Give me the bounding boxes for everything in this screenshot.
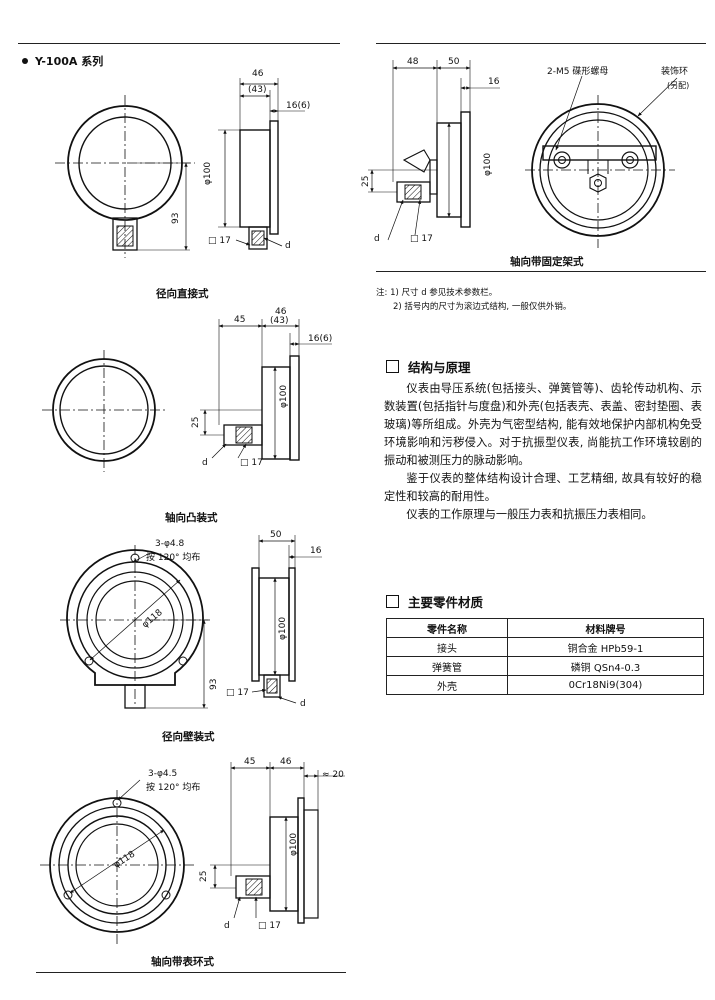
figure-axial-convex: 45 46 (43) 16(6) φ100 25 d □ 17 [42,307,332,472]
structure-paragraph: 鉴于仪表的整体结构设计合理、工艺精细, 故具有较好的稳定性和较高的耐用性。 [384,472,702,503]
dim-d: d [374,234,380,244]
dim-16: 16 [310,546,322,556]
caption-axial-convex: 轴向凸装式 [165,512,218,524]
holes-note: 按 120° 均布 [146,781,200,793]
dim-43: (43) [248,85,266,95]
footnotes: 注: 1) 尺寸 d 参见技术参数栏。 2) 括号内的尺寸为滚边式结构, 一般仅… [376,286,571,314]
bullet-icon [22,58,28,64]
label-ring: 装饰环 [661,65,688,77]
dim-d: d [224,921,230,931]
section-materials-heading: 主要零件材质 [386,592,483,611]
section-materials-title: 主要零件材质 [408,595,484,610]
dim-46: 46 [275,307,287,317]
dim-93: 93 [171,213,181,224]
dim-phi100: φ100 [203,162,213,185]
dim-phi100: φ100 [279,385,289,408]
side-view: 45 46 ≈ 20 φ100 25 d □ 17 [199,757,345,931]
dim-48: 48 [407,57,419,67]
checkbox-square-icon [386,595,399,608]
checkbox-square-icon [386,360,399,373]
side-view: 46 (43) 16(6) φ100 93 □ 17 d [171,69,310,251]
dim-45: 45 [234,315,245,325]
top-rule-right [376,43,706,44]
figure-radial-wall: 3-φ4.8 按 120° 均布 φ118 93 50 16 φ100 □ 17… [60,530,322,709]
dim-sq17: □ 17 [410,234,433,244]
holes-spec: 3-φ4.5 [148,769,177,779]
table-header-row: 零件名称 材料牌号 [386,618,704,638]
dim-phi100: φ100 [278,617,288,640]
dim-46: 46 [252,69,264,79]
figure-axial-bracket: 48 50 16 φ100 25 d □ 17 2-M5 碟形螺母 [361,57,689,248]
front-view [42,350,168,472]
column-header: 零件名称 [386,618,508,638]
series-title-text: Y-100A 系列 [35,55,104,68]
dim-25: 25 [361,176,371,187]
table-cell: 磷铜 QSn4-0.3 [507,656,704,676]
front-view: 3-φ4.5 按 120° 均布 φ118 [40,769,200,945]
side-view: 45 46 (43) 16(6) φ100 25 d □ 17 [191,307,332,468]
front-view: 2-M5 碟形螺母 装饰环 (另配) [525,65,689,248]
dim-sq17: □ 17 [226,688,249,698]
side-view: 50 16 φ100 □ 17 d [226,530,322,709]
dim-d: d [285,241,291,251]
table-row: 接头 铜合金 HPb59-1 [386,637,704,657]
structure-paragraph: 仪表由导压系统(包括接头、弹簧管等)、齿轮传动机构、示数装置(包括指针与度盘)和… [384,382,702,467]
dim-50: 50 [448,57,460,67]
dim-20: ≈ 20 [322,770,344,780]
section-structure-heading: 结构与原理 [386,357,471,376]
dim-phi100: φ100 [483,153,493,176]
front-view: 3-φ4.8 按 120° 均布 φ118 93 [60,539,219,709]
dim-phi118: φ118 [141,608,165,631]
table-cell: 铜合金 HPb59-1 [507,637,704,657]
front-view [55,95,195,258]
dim-16-6: 16(6) [286,101,310,111]
label-wing-nut: 2-M5 碟形螺母 [547,65,608,77]
section-structure-title: 结构与原理 [408,360,471,375]
bottom-rule-left [36,972,346,973]
dim-16: 16 [488,77,500,87]
holes-spec: 3-φ4.8 [155,539,184,549]
caption-axial-ring: 轴向带表环式 [151,956,214,968]
series-title: Y-100A 系列 [22,53,103,69]
dim-46: 46 [280,757,292,767]
table-cell: 外壳 [386,675,508,695]
table-cell: 接头 [386,637,508,657]
figure-radial-direct: 46 (43) 16(6) φ100 93 □ 17 d [55,69,310,258]
caption-radial-direct: 径向直接式 [156,288,209,300]
dim-d: d [300,699,306,709]
dim-phi118: φ118 [112,849,137,870]
dim-93: 93 [209,679,219,690]
label-ring-note: (另配) [667,81,689,90]
right-separator-rule [376,271,706,272]
side-view: 48 50 16 φ100 25 d □ 17 [361,57,500,244]
column-header: 材料牌号 [507,618,704,638]
dim-25: 25 [199,871,209,882]
dim-sq17: □ 17 [258,921,281,931]
dim-sq17: □ 17 [240,458,263,468]
dim-50: 50 [270,530,282,540]
note-2: 2) 括号内的尺寸为滚边式结构, 一般仅供外销。 [393,302,572,312]
dim-sq17: □ 17 [208,236,231,246]
dim-d: d [202,458,208,468]
top-rule-left [18,43,340,44]
table-cell: 弹簧管 [386,656,508,676]
dim-16-6: 16(6) [308,334,332,344]
table-row: 外壳 0Cr18Ni9(304) [386,675,704,695]
structure-body: 仪表由导压系统(包括接头、弹簧管等)、齿轮传动机构、示数装置(包括指针与度盘)和… [384,380,702,524]
materials-table: 零件名称 材料牌号 接头 铜合金 HPb59-1 弹簧管 磷铜 QSn4-0.3… [386,618,704,695]
dim-43: (43) [270,316,288,326]
table-cell: 0Cr18Ni9(304) [507,675,704,695]
figure-axial-ring: 3-φ4.5 按 120° 均布 φ118 45 46 [40,757,345,945]
holes-note: 按 120° 均布 [146,551,200,563]
table-row: 弹簧管 磷铜 QSn4-0.3 [386,656,704,676]
dim-phi100: φ100 [289,833,299,856]
dim-25: 25 [191,417,201,428]
note-1: 注: 1) 尺寸 d 参见技术参数栏。 [376,288,498,298]
dim-45: 45 [244,757,255,767]
caption-axial-bracket: 轴向带固定架式 [510,256,584,268]
caption-radial-wall: 径向壁装式 [162,731,215,743]
structure-paragraph: 仪表的工作原理与一般压力表和抗振压力表相同。 [406,508,653,521]
